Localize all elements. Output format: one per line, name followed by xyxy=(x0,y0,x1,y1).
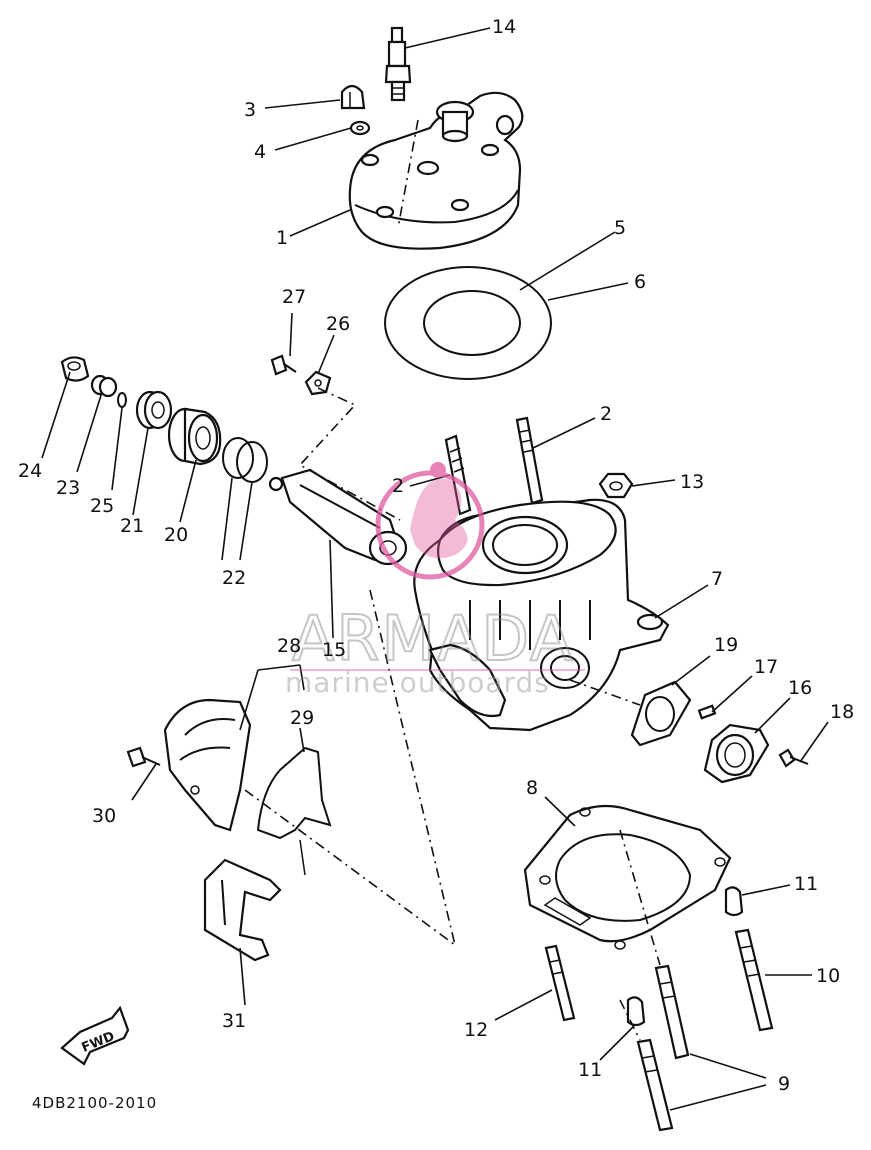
callout-15: 15 xyxy=(322,639,346,661)
watermark: ARMADA marine outboards xyxy=(285,462,585,699)
callout-30: 30 xyxy=(92,805,116,827)
alignment-lines xyxy=(244,119,661,1041)
watermark-logo xyxy=(375,462,485,580)
callout-17: 17 xyxy=(754,656,778,678)
oil-seal xyxy=(167,407,222,466)
bracket-bolt xyxy=(270,354,297,376)
watermark-title: ARMADA xyxy=(292,602,574,675)
base-gasket xyxy=(523,804,732,950)
bearing xyxy=(135,390,173,430)
callout-24: 24 xyxy=(18,460,42,482)
callout-29: 29 xyxy=(290,707,314,729)
stud-10 xyxy=(734,928,774,1032)
watermark-logo-dot xyxy=(430,462,446,478)
callout-9: 9 xyxy=(778,1073,790,1095)
callout-8: 8 xyxy=(526,777,538,799)
callout-1: 1 xyxy=(276,227,288,249)
small-o-ring xyxy=(117,392,127,408)
callout-16: 16 xyxy=(788,677,812,699)
cylinder-body xyxy=(413,498,670,732)
o-ring-outer xyxy=(384,266,552,380)
cylinder-nut xyxy=(598,472,634,499)
watermark-logo-circle xyxy=(375,470,485,580)
callout-31: 31 xyxy=(222,1010,246,1032)
callout-6: 6 xyxy=(634,271,646,293)
diagram-part-code: 4DB2100-2010 xyxy=(32,1094,157,1112)
callout-11-right: 11 xyxy=(794,873,818,895)
valve-cover-gasket xyxy=(256,746,332,876)
dowel-right xyxy=(724,886,744,917)
callout-18: 18 xyxy=(830,701,854,723)
callout-26: 26 xyxy=(326,313,350,335)
callout-labels: 1 2 2 3 4 5 6 7 8 9 10 11 11 12 13 14 15… xyxy=(18,16,854,1095)
callout-11-left: 11 xyxy=(578,1059,602,1081)
forward-arrow: FWD xyxy=(60,1005,130,1066)
exhaust-flange xyxy=(703,723,770,784)
callout-12: 12 xyxy=(464,1019,488,1041)
callout-5: 5 xyxy=(614,217,626,239)
stud-rear xyxy=(515,416,544,505)
callout-21: 21 xyxy=(120,515,144,537)
callout-14: 14 xyxy=(492,16,516,38)
callout-20: 20 xyxy=(164,524,188,546)
callout-25: 25 xyxy=(90,495,114,517)
callout-13: 13 xyxy=(680,471,704,493)
callout-4: 4 xyxy=(254,141,266,163)
watermark-subtitle: marine outboards xyxy=(285,666,550,699)
stud-12 xyxy=(544,944,576,1022)
callout-27: 27 xyxy=(282,286,306,308)
cylinder-head xyxy=(348,91,524,250)
callout-3: 3 xyxy=(244,99,256,121)
callout-2-rear: 2 xyxy=(600,403,612,425)
callout-19: 19 xyxy=(714,634,738,656)
flange-bolt xyxy=(778,748,809,768)
washer xyxy=(349,120,371,136)
exhaust-gasket xyxy=(630,680,692,747)
leader-lines xyxy=(41,27,829,1111)
stud-9-upper xyxy=(654,964,690,1060)
callout-10: 10 xyxy=(816,965,840,987)
valve-cover xyxy=(163,698,252,832)
callout-22: 22 xyxy=(222,567,246,589)
callout-2-front: 2 xyxy=(392,475,404,497)
seal-rings xyxy=(222,437,268,483)
callout-7: 7 xyxy=(711,568,723,590)
stud-9-lower xyxy=(636,1038,674,1132)
cover-holder xyxy=(203,858,282,962)
stud-front xyxy=(444,434,472,516)
o-ring-inner xyxy=(423,290,521,356)
end-cap xyxy=(60,356,90,382)
collar xyxy=(90,374,118,398)
cap-nut xyxy=(340,84,366,110)
callout-28: 28 xyxy=(277,635,301,657)
bracket xyxy=(304,370,332,396)
cover-bolt xyxy=(126,746,161,768)
spark-plug xyxy=(384,26,412,102)
watermark-logo-mark xyxy=(410,478,468,559)
callout-23: 23 xyxy=(56,477,80,499)
